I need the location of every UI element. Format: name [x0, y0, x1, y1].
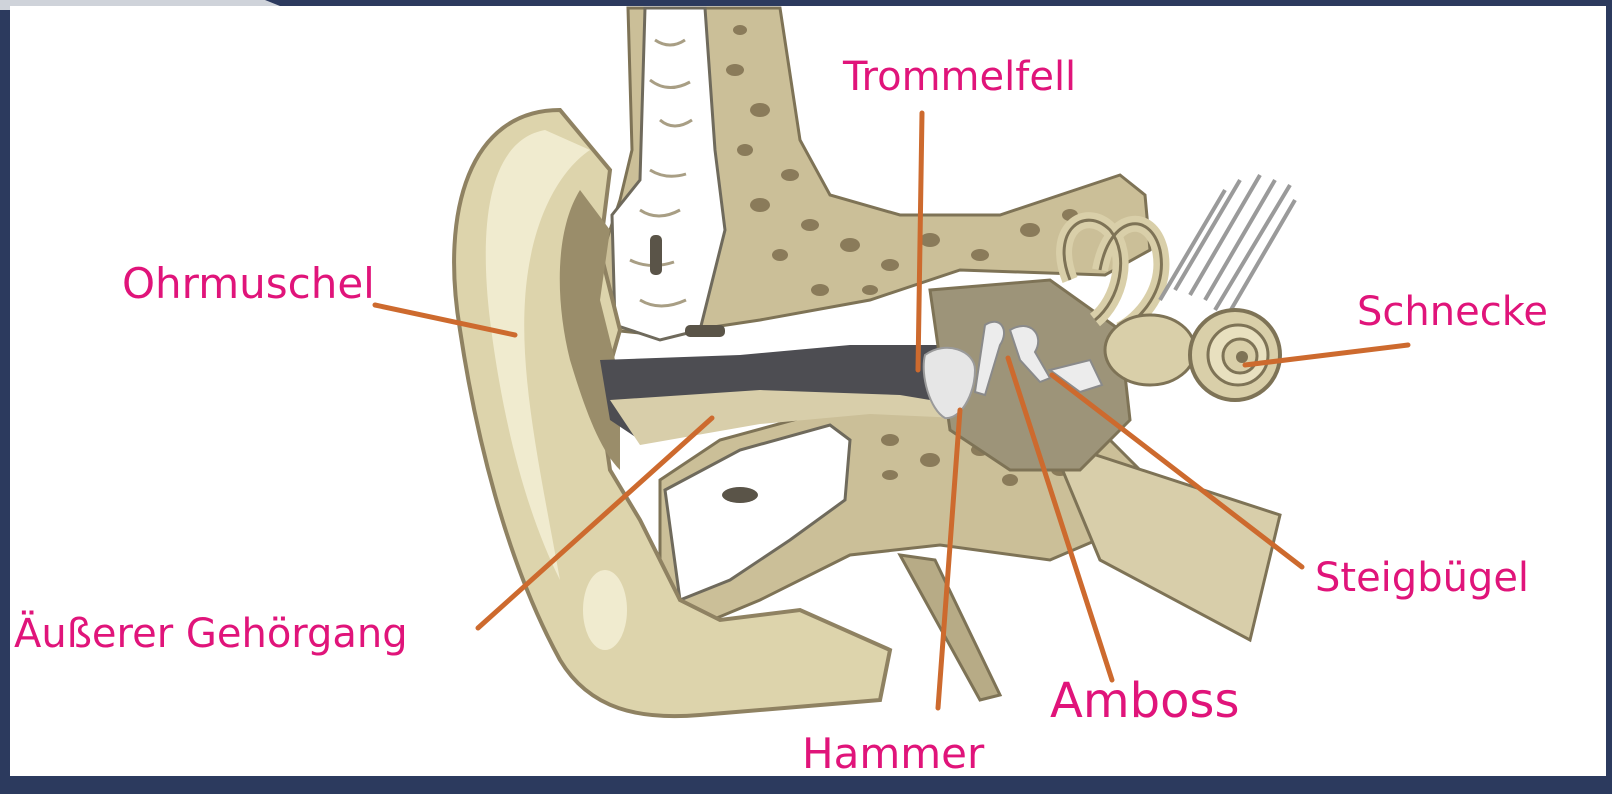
earlobe-highlight: [583, 570, 627, 650]
label-aeusserer-gehoergang: Äußerer Gehörgang: [14, 609, 408, 657]
label-hammer: Hammer: [802, 729, 985, 778]
vestibule: [1105, 315, 1195, 385]
label-ohrmuschel: Ohrmuschel: [122, 259, 375, 308]
label-steigbuegel: Steigbügel: [1315, 555, 1529, 601]
label-trommelfell: Trommelfell: [842, 54, 1076, 100]
label-amboss: Amboss: [1050, 673, 1239, 729]
label-schnecke: Schnecke: [1357, 289, 1548, 335]
bone-slot: [722, 487, 758, 503]
cochlea: [1190, 310, 1280, 400]
bone-slot: [650, 235, 662, 275]
bone-slot: [685, 325, 725, 337]
